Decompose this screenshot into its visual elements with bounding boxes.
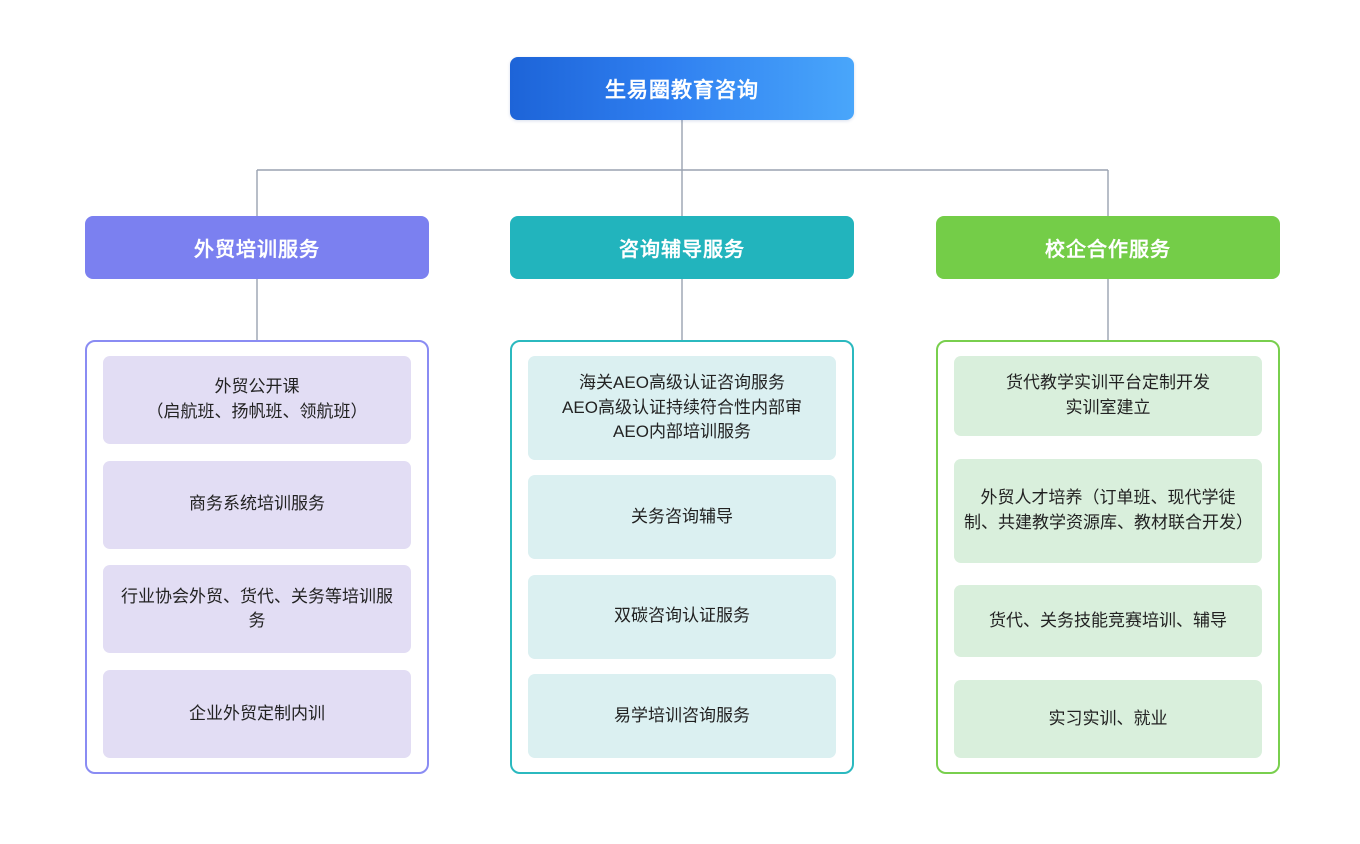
service-item[interactable]: 海关AEO高级认证咨询服务 AEO高级认证持续符合性内部审 AEO内部培训服务	[528, 356, 836, 460]
branch-column-0: 外贸培训服务 外贸公开课 （启航班、扬帆班、领航班） 商务系统培训服务 行业协会…	[85, 216, 429, 774]
service-item[interactable]: 行业协会外贸、货代、关务等培训服务	[103, 565, 411, 654]
branch-column-2: 校企合作服务 货代教学实训平台定制开发 实训室建立 外贸人才培养（订单班、现代学…	[936, 216, 1280, 774]
category-header-1[interactable]: 咨询辅导服务	[510, 216, 854, 279]
category-group-box-0: 外贸公开课 （启航班、扬帆班、领航班） 商务系统培训服务 行业协会外贸、货代、关…	[85, 340, 429, 774]
service-item[interactable]: 易学培训咨询服务	[528, 673, 836, 758]
category-header-0[interactable]: 外贸培训服务	[85, 216, 429, 279]
service-item[interactable]: 货代教学实训平台定制开发 实训室建立	[954, 356, 1262, 436]
service-item[interactable]: 外贸人才培养（订单班、现代学徒制、共建教学资源库、教材联合开发）	[954, 458, 1262, 563]
category-group-box-1: 海关AEO高级认证咨询服务 AEO高级认证持续符合性内部审 AEO内部培训服务 …	[510, 340, 854, 774]
service-item[interactable]: 双碳咨询认证服务	[528, 574, 836, 659]
service-item[interactable]: 关务咨询辅导	[528, 475, 836, 560]
service-item[interactable]: 外贸公开课 （启航班、扬帆班、领航班）	[103, 356, 411, 444]
category-group-box-2: 货代教学实训平台定制开发 实训室建立 外贸人才培养（订单班、现代学徒制、共建教学…	[936, 340, 1280, 774]
category-header-label-2: 校企合作服务	[1045, 239, 1171, 261]
category-header-label-0: 外贸培训服务	[194, 239, 320, 261]
category-header-label-1: 咨询辅导服务	[619, 239, 745, 261]
service-item[interactable]: 商务系统培训服务	[103, 460, 411, 549]
category-header-2[interactable]: 校企合作服务	[936, 216, 1280, 279]
root-node-label: 生易圈教育咨询	[605, 78, 759, 102]
service-item[interactable]: 货代、关务技能竞赛培训、辅导	[954, 585, 1262, 658]
branch-column-1: 咨询辅导服务 海关AEO高级认证咨询服务 AEO高级认证持续符合性内部审 AEO…	[510, 216, 854, 774]
service-item[interactable]: 企业外贸定制内训	[103, 669, 411, 758]
root-node[interactable]: 生易圈教育咨询	[510, 57, 854, 120]
service-item[interactable]: 实习实训、就业	[954, 679, 1262, 758]
